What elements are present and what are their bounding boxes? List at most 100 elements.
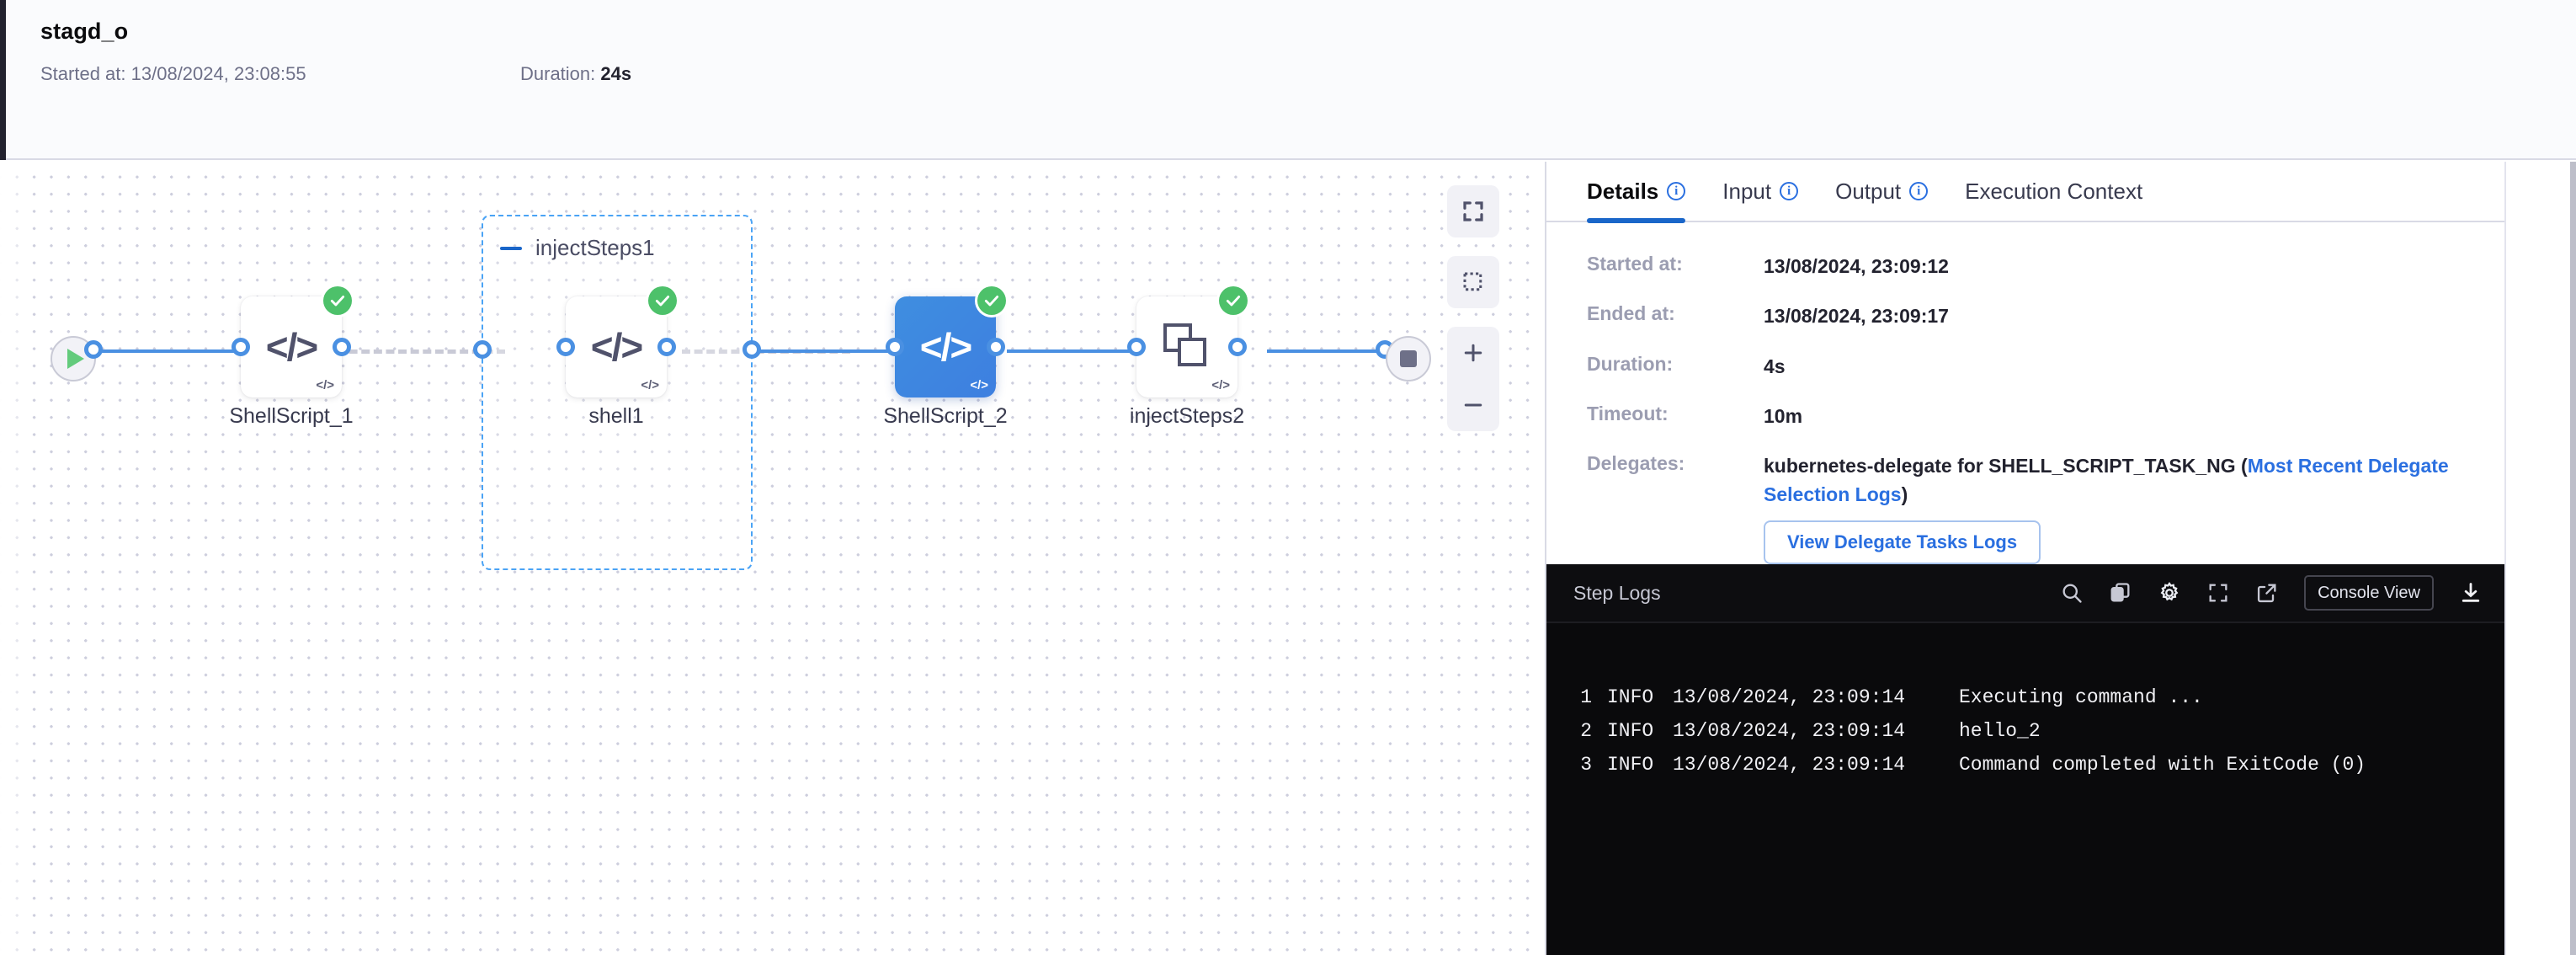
log-level: INFO [1607,686,1654,708]
status-badge-success [1219,286,1248,315]
log-timestamp: 13/08/2024, 23:09:14 [1673,720,1906,742]
canvas-controls [1447,185,1499,431]
step-logs-actions: Console View [2060,575,2483,611]
fullscreen-icon[interactable] [2206,581,2230,605]
page-scrollbar[interactable] [2570,162,2576,955]
detail-value: 13/08/2024, 23:09:17 [1764,305,1949,328]
tab-label: Details [1587,178,1659,204]
node-port-in [232,338,250,356]
detail-row-timeout: Timeout: 10m [1587,403,2466,430]
edge-group-to-shellscript2 [746,349,901,353]
duration-value: 24s [600,63,632,84]
detail-value: kubernetes-delegate for SHELL_SCRIPT_TAS… [1764,452,2454,509]
node-label: ShellScript_2 [883,404,1008,428]
node-port-out [657,338,676,356]
detail-row-ended-at: Ended at: 13/08/2024, 23:09:17 [1587,302,2466,330]
log-timestamp: 13/08/2024, 23:09:14 [1673,754,1906,776]
node-port-in [1127,338,1146,356]
step-logs-title: Step Logs [1573,581,1661,604]
detail-value: 13/08/2024, 23:09:12 [1764,255,1949,277]
node-injectsteps2[interactable]: </> injectSteps2 [1127,286,1248,428]
log-line-number: 3 [1580,754,1592,776]
code-icon: </> [265,325,318,369]
log-timestamp: 13/08/2024, 23:09:14 [1673,686,1906,708]
copy-icon[interactable] [2109,581,2132,605]
node-body[interactable]: </> </> [566,296,667,397]
log-message: Executing command ... [1959,686,2203,708]
panel-right-gutter [2504,162,2570,955]
log-level: INFO [1607,754,1654,776]
tab-label: Execution Context [1965,178,2143,204]
selection-box-button[interactable] [1447,256,1499,308]
step-detail-panel: Details i Input i Output i Execution Con… [1545,161,2506,955]
node-body[interactable]: </> [1136,296,1237,397]
tab-execution-context[interactable]: Execution Context [1965,161,2142,221]
started-at-value: 13/08/2024, 23:08:55 [130,63,306,84]
log-line-number: 2 [1580,720,1592,742]
node-port-out [1228,338,1247,356]
tab-details[interactable]: Details i [1587,161,1686,223]
zoom-controls [1447,327,1499,431]
left-edge-strip [0,0,6,160]
pipeline-graph-canvas[interactable]: injectSteps1 </> </> ShellScript_1 </> [0,162,1543,955]
code-icon: </> [919,325,972,369]
detail-value: 4s [1764,355,1786,377]
search-icon[interactable] [2060,581,2084,605]
delegates-text-suffix: ) [1901,483,1908,505]
tab-input[interactable]: Input i [1722,161,1799,221]
edge-shellscript2-to-injectsteps2 [1007,349,1184,353]
node-shellscript-1[interactable]: </> </> ShellScript_1 [229,286,354,428]
log-output[interactable]: 1 INFO 13/08/2024, 23:09:14 Executing co… [1546,623,2506,782]
minus-icon[interactable] [500,246,522,250]
group-port-out [742,340,761,359]
detail-key: Duration: [1587,352,1674,375]
step-logs-panel: Step Logs [1546,564,2506,955]
status-badge-success [977,286,1006,315]
info-icon[interactable]: i [1909,182,1929,200]
page-title: stagd_o [40,19,129,44]
external-link-icon[interactable] [2255,581,2279,605]
delegates-text: kubernetes-delegate for SHELL_SCRIPT_TAS… [1764,455,2248,478]
log-line: 2 INFO 13/08/2024, 23:09:14 hello_2 [1546,714,2506,748]
node-shellscript-2[interactable]: </> </> ShellScript_2 [883,286,1008,428]
log-line: 3 INFO 13/08/2024, 23:09:14 Command comp… [1546,748,2506,782]
group-header[interactable]: injectSteps1 [500,235,655,261]
started-at-label: Started at: [40,63,126,84]
info-icon[interactable]: i [1667,182,1686,200]
canvas-left-fade [0,162,34,955]
view-delegate-tasks-logs-button[interactable]: View Delegate Tasks Logs [1764,520,2041,565]
node-body[interactable]: </> </> [895,296,996,397]
log-line: 1 INFO 13/08/2024, 23:09:14 Executing co… [1546,680,2506,714]
download-icon[interactable] [2459,581,2483,605]
stacked-squares-icon [1163,323,1211,371]
zoom-in-button[interactable] [1447,327,1499,379]
edge-injectsteps2-to-end [1267,349,1393,353]
node-shell1[interactable]: </> </> shell1 [556,286,677,428]
node-body[interactable]: </> </> [241,296,342,397]
duration-label: Duration: [520,63,596,84]
group-label: injectSteps1 [535,235,655,260]
code-icon: </> [590,325,643,369]
log-message: Command completed with ExitCode (0) [1959,754,2366,776]
node-label: shell1 [588,404,644,428]
console-view-button[interactable]: Console View [2304,575,2434,611]
code-small-icon: </> [1211,378,1230,392]
delegate-selection-logs-link[interactable]: Most Recent Delegate Selection Logs [1764,455,2449,505]
log-message: hello_2 [1959,720,2041,742]
start-node-port [84,340,103,359]
detail-row-delegates: Delegates: kubernetes-delegate for SHELL… [1587,452,2466,509]
node-label: ShellScript_1 [229,404,354,428]
fit-to-screen-button[interactable] [1447,185,1499,237]
log-level: INFO [1607,720,1654,742]
stop-icon [1400,350,1417,367]
duration-meta: Duration: 24s [520,63,631,85]
edge-shellscript1-to-shell1 [337,349,505,354]
end-node[interactable] [1386,336,1431,381]
stage-header: stagd_o Started at: 13/08/2024, 23:08:55… [0,0,2576,160]
tab-output[interactable]: Output i [1835,161,1929,221]
zoom-out-button[interactable] [1447,379,1499,431]
group-port-in [473,340,492,359]
info-icon[interactable]: i [1780,182,1799,200]
gear-icon[interactable] [2158,581,2181,605]
start-node[interactable] [51,336,96,381]
